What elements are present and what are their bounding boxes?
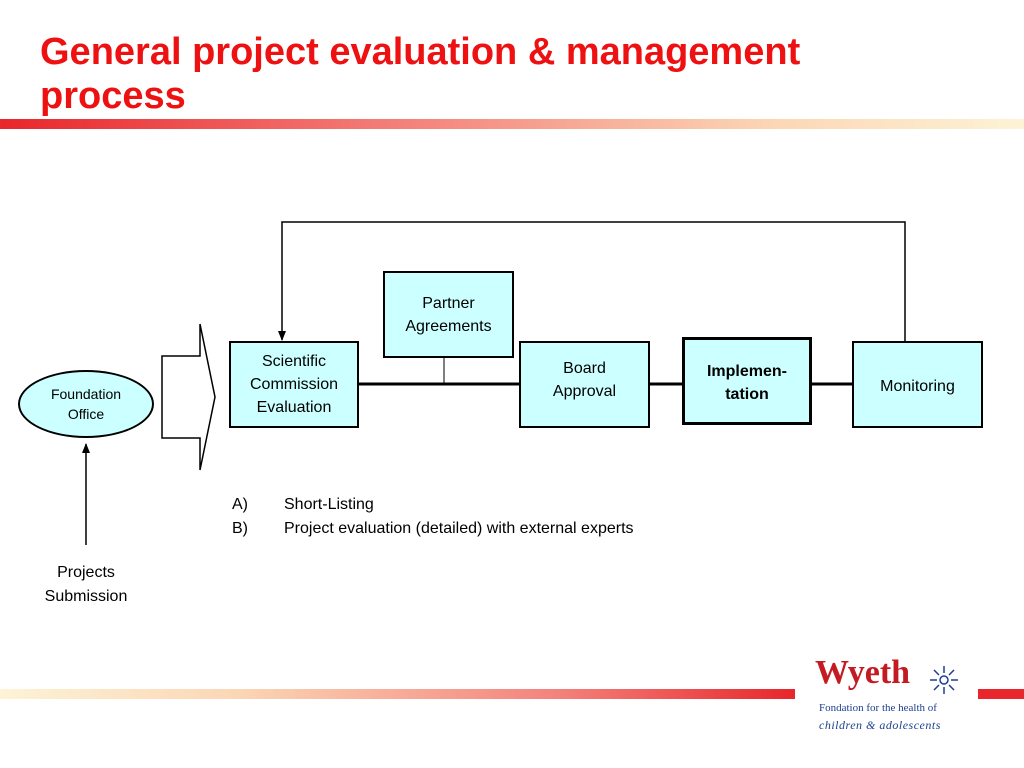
note-marker: B) [232,520,248,537]
title-line-2: process [40,75,186,117]
implementation-line-2: tation [725,386,769,403]
board-approval-line-2: Approval [552,383,617,400]
logo-tagline-1: Fondation for the health of [819,702,937,714]
partner-agreements-line-1: Partner [422,294,475,312]
partner-agreements-node: Partner Agreements [383,271,514,358]
bottom-divider-band [0,689,795,699]
feedback-loop-line [278,221,906,342]
projects-submission-line-1: Projects [57,564,115,581]
implementation-line-1: Implemen- [706,363,787,380]
logo-brand: Wyeth [815,654,911,691]
note-item: A) Short-Listing [232,493,634,517]
scientific-commission-node: Scientific Commission Evaluation [229,341,359,428]
note-text: Short-Listing [284,496,374,513]
scientific-commission-line-3: Evaluation [256,399,332,416]
monitoring-label: Monitoring [880,378,955,395]
board-approval-node: Board Approval [519,341,650,428]
top-divider-band [0,119,1024,129]
title-line-1: General project evaluation & management [40,31,801,73]
partner-agreements-line-2: Agreements [405,317,492,335]
note-item: B) Project evaluation (detailed) with ex… [232,517,634,541]
board-approval-line-1: Board [563,360,606,377]
evaluation-notes: A) Short-Listing B) Project evaluation (… [232,493,634,541]
scientific-commission-line-1: Scientific [261,353,326,370]
implementation-node: Implemen- tation [682,337,812,425]
foundation-office-line-1: Foundation [50,386,122,402]
page-title: General project evaluation & management … [40,30,1000,118]
scientific-commission-line-2: Commission [249,376,338,393]
logo-tagline-2: children & adolescents [819,718,941,732]
monitoring-node: Monitoring [852,341,983,428]
wyeth-foundation-logo: Wyeth Fondation for the health of childr… [795,650,978,745]
foundation-office-line-2: Office [67,406,105,422]
bottom-divider-band-right [978,689,1024,699]
foundation-office-node: Foundation Office [18,370,154,438]
projects-submission-label: Projects Submission [20,561,152,609]
block-arrow [161,323,216,471]
sun-star-icon [930,666,958,694]
projects-submission-line-2: Submission [44,588,128,605]
note-text: Project evaluation (detailed) with exter… [284,520,634,537]
note-marker: A) [232,496,248,513]
